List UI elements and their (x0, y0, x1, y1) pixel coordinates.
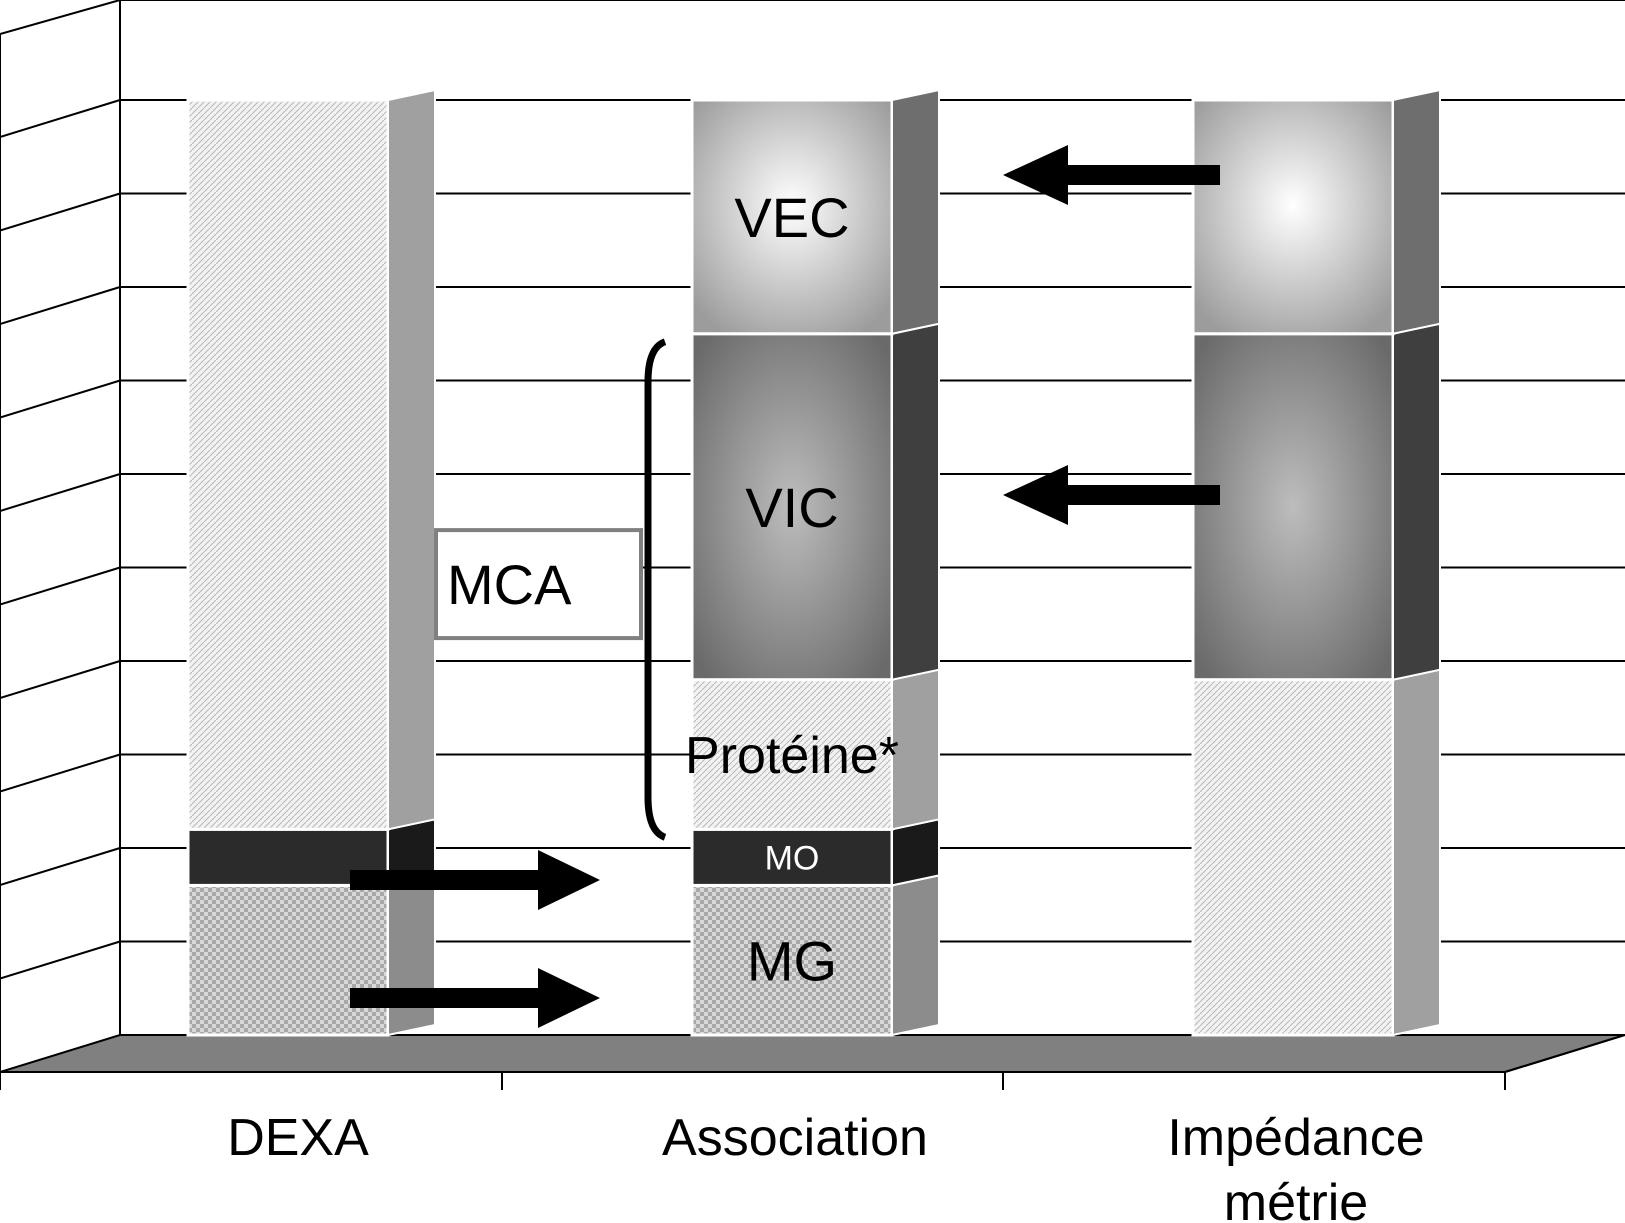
bar-side (1392, 668, 1441, 1037)
x-axis-labels: DEXA Association Impédance métrie (227, 1109, 1424, 1223)
arrow-vec (1003, 145, 1220, 205)
floor-right-edge (1504, 1034, 1625, 1073)
arrow-vic (1003, 465, 1220, 525)
bar-segment-proteine (690, 668, 940, 831)
bars (186, 88, 1441, 1037)
bar-face (690, 98, 894, 336)
bar-side (891, 874, 940, 1037)
gridline-side (0, 940, 121, 980)
bar-face (186, 883, 390, 1037)
gridline-side (0, 286, 121, 325)
bar-segment-mg (690, 874, 940, 1037)
bar-side (1392, 88, 1441, 335)
x-tick-label: DEXA (227, 1109, 369, 1167)
floor (0, 1034, 1625, 1073)
segment-label-mg: MG (747, 929, 837, 992)
brace (644, 338, 667, 841)
gridline-side (0, 99, 121, 138)
bar-face (690, 678, 894, 831)
bar-side (1392, 322, 1441, 681)
side-wall-top-edge (0, 0, 121, 35)
segment-label-proteine: Protéine* (685, 727, 899, 785)
gridline-side (0, 566, 121, 606)
x-tick-label: métrie (1224, 1174, 1368, 1223)
gridline-side (0, 473, 121, 512)
bar-face (1191, 678, 1395, 1037)
bar-segment-proteine (186, 88, 436, 831)
bar-segment-vec (1191, 88, 1441, 336)
gridline-side (0, 660, 121, 699)
segment-label-vic: VIC (745, 476, 838, 539)
bar-segment-mg (186, 874, 436, 1037)
arrow-mg (350, 968, 600, 1028)
gridline-side (0, 753, 121, 793)
bar-side (891, 668, 940, 831)
bar-face (186, 98, 390, 831)
bar-segment-proteine (1191, 668, 1441, 1037)
arrow-mo (350, 850, 600, 910)
bar-side (891, 322, 940, 681)
bar-segment-vic (690, 322, 940, 682)
gridline-side (0, 847, 121, 886)
mca-box (434, 528, 643, 641)
bar-segment-mo (690, 818, 940, 887)
segment-label-mo: MO (765, 840, 820, 878)
bar-side (891, 88, 940, 335)
bar-side (387, 88, 436, 831)
bar-segment-vic (1191, 322, 1441, 682)
gridline-side (0, 379, 121, 419)
gridline-side (0, 192, 121, 232)
bar-face (690, 827, 894, 887)
bar-face (690, 883, 894, 1037)
x-tick-label: Impédance (1167, 1109, 1424, 1167)
bar-side (891, 818, 940, 887)
mca-label: MCA (447, 553, 572, 616)
bar-face (1191, 98, 1395, 336)
segment-label-vec: VEC (734, 186, 849, 249)
bar-face (690, 332, 894, 682)
bar-face (1191, 332, 1395, 682)
x-tick-label: Association (662, 1109, 928, 1167)
bar-side (387, 874, 436, 1037)
bar-segment-vec (690, 88, 940, 336)
annotations: VEC VIC Protéine* MO MG MCA (350, 145, 1220, 1028)
